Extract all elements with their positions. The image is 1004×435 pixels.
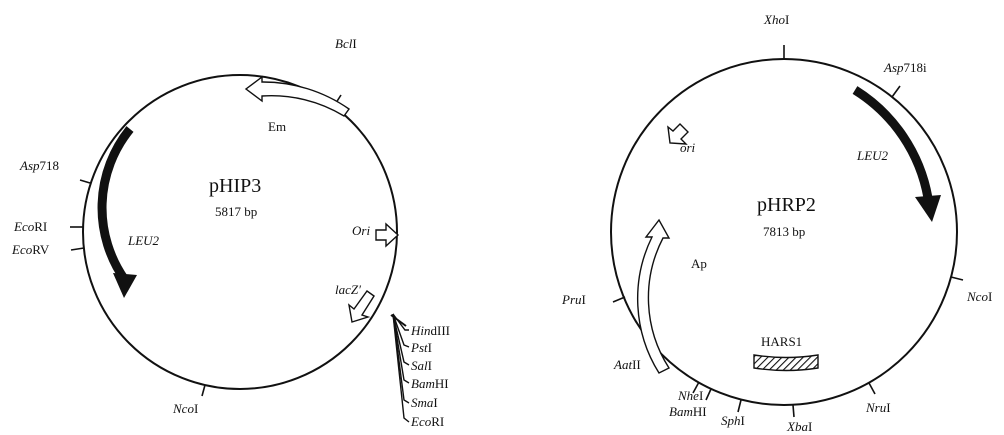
site-label-bamhi: BamHI (411, 376, 449, 391)
site-label-nhei: NheI (677, 388, 703, 403)
plasmid-size-phrp2: 7813 bp (763, 224, 805, 239)
site-label-smai: SmaI (411, 395, 438, 410)
site-label-xhoi: XhoI (763, 12, 789, 27)
hars1-element (753, 354, 819, 372)
site-label-psti: PstI (410, 340, 432, 355)
leu2-arrowhead (915, 195, 941, 222)
gene-label-ori: Ori (352, 223, 370, 238)
plasmid-map-phip3: pHIP3 5817 bp Em LEU2 Ori lacZ′ BclI Asp… (11, 36, 450, 429)
site-tick-xbai (792, 404, 795, 418)
gene-label-leu2: LEU2 (127, 233, 160, 248)
site-tick-bamhi (705, 388, 712, 401)
site-label-prui: PruI (561, 292, 586, 307)
site-label-asp718i: Asp718i (883, 60, 927, 75)
site-label-xbai: XbaI (786, 419, 812, 434)
plasmid-name-phip3: pHIP3 (209, 175, 261, 197)
site-tick-nhei (692, 381, 700, 394)
em-gene-arrow (244, 75, 350, 117)
site-label-ecori: EcoRI (13, 219, 47, 234)
site-label-aatii: AatII (613, 357, 641, 372)
ap-gene-arrow (636, 218, 671, 374)
site-label-sali: SalI (411, 358, 432, 373)
ori-arrow (667, 123, 689, 145)
site-tick-asp718i (891, 85, 901, 98)
plasmid-name-phrp2: pHRP2 (757, 194, 816, 216)
lacz-arrow (347, 290, 375, 323)
leu2-arrowhead (113, 273, 137, 298)
site-tick-ncoi (201, 384, 206, 397)
site-label-ncoi: NcoI (172, 401, 198, 416)
site-label-bamhi: BamHI (669, 404, 707, 419)
plasmid-map-phrp2: pHRP2 7813 bp ori LEU2 Ap HARS1 XhoI Asp… (561, 12, 992, 434)
site-label-nrui: NruI (865, 400, 891, 415)
site-label-ncoi: NcoI (966, 289, 992, 304)
site-tick-sphi (737, 399, 742, 413)
gene-label-ori: ori (680, 140, 696, 155)
gene-label-em: Em (268, 119, 286, 134)
site-label-sphi: SphI (721, 413, 745, 428)
site-tick-ecorv (70, 247, 85, 251)
plasmid-size-phip3: 5817 bp (215, 204, 257, 219)
site-tick-prui (612, 296, 626, 303)
site-tick-ncoi (950, 276, 964, 281)
multiple-cloning-site-lines (390, 313, 410, 423)
plasmid-circle (82, 74, 398, 390)
ori-arrow (375, 222, 400, 248)
gene-label-leu2: LEU2 (856, 148, 889, 163)
gene-label-lacz: lacZ′ (335, 282, 361, 297)
site-label-bcli: BclI (335, 36, 357, 51)
site-label-asp718: Asp718 (19, 158, 59, 173)
site-label-ecorv: EcoRV (11, 242, 50, 257)
gene-label-ap: Ap (691, 256, 707, 271)
site-label-hindiii: HindIII (410, 323, 450, 338)
site-label-ecori-mcs: EcoRI (410, 414, 444, 429)
site-tick-asp718 (79, 179, 91, 184)
gene-label-hars1: HARS1 (761, 334, 802, 349)
leu2-gene-arrow (97, 126, 134, 283)
site-tick-prui-nru (868, 382, 876, 395)
leu2-gene-arrow (852, 86, 933, 199)
